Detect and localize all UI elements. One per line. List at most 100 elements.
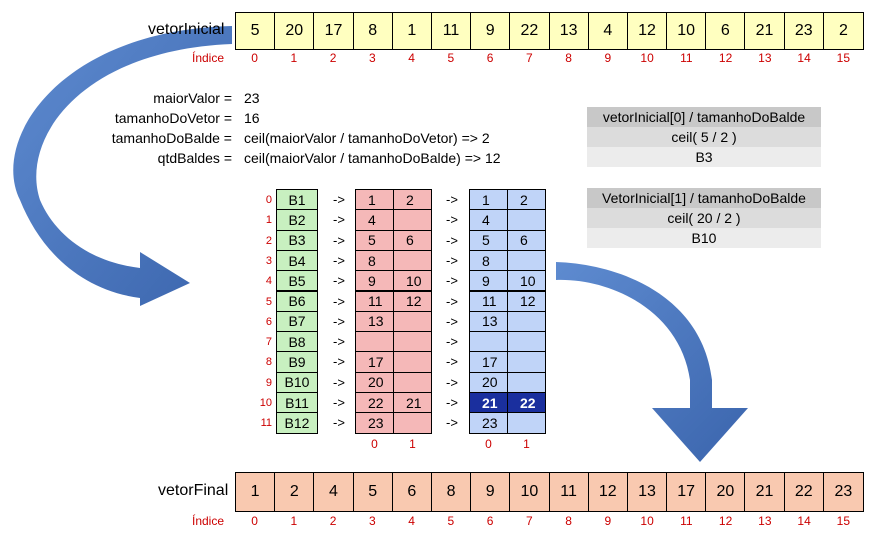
bucket-name: B7 — [276, 310, 318, 333]
sorted-bucket-cell: 13 — [469, 310, 508, 333]
vetor-inicial-index: 5 — [447, 51, 455, 65]
sorted-bucket-cell: 5 — [469, 229, 508, 251]
vetor-inicial-index: 2 — [329, 51, 337, 65]
sorted-bucket-cell: 12 — [507, 290, 546, 312]
sorted-col-index: 1 — [523, 436, 530, 451]
vetor-inicial-index: 11 — [680, 51, 693, 65]
vetor-inicial-label: vetorInicial — [148, 21, 225, 38]
sorted-bucket-cell — [469, 331, 508, 353]
vetor-final-index: 10 — [640, 514, 654, 528]
bucket-name: B4 — [276, 249, 318, 272]
sorted-bucket-cell: 23 — [469, 412, 508, 434]
bucket-row-index: 0 — [265, 194, 272, 206]
vetor-inicial-cell: 6 — [706, 13, 746, 49]
vetor-final-index: 9 — [604, 514, 612, 528]
bucket-name: B5 — [276, 270, 318, 292]
vetor-inicial-index: 6 — [486, 51, 494, 65]
unsorted-bucket-cell — [393, 371, 432, 393]
formula-name: maiorValor = — [153, 90, 232, 106]
sorted-bucket-cell: 6 — [507, 229, 546, 251]
vetor-inicial-index: 3 — [369, 51, 376, 65]
vetor-final-index: 8 — [565, 514, 572, 528]
unsorted-bucket-cell: 11 — [355, 290, 394, 312]
bucket-name: B9 — [276, 351, 318, 373]
sort-arrow: -> — [446, 252, 458, 268]
unsorted-bucket-cell — [393, 412, 432, 434]
sorted-col-index: 0 — [485, 436, 492, 451]
bucket-arrow: -> — [333, 192, 345, 207]
vetor-inicial-cell: 9 — [471, 13, 511, 49]
unsorted-bucket-cell: 2 — [393, 189, 432, 211]
vetor-final-cell: 23 — [834, 483, 853, 500]
unsorted-bucket-cell: 6 — [393, 229, 432, 251]
unsorted-bucket-cell — [355, 331, 394, 353]
vetor-inicial-cell: 10 — [667, 13, 707, 49]
vetor-final-index: 6 — [486, 514, 494, 528]
example-box-2: VetorInicial[1] / tamanhoDoBalde ceil( 2… — [587, 188, 821, 248]
unsorted-bucket-cell — [393, 249, 432, 272]
bucket-row-index: 5 — [265, 295, 272, 308]
vetor-inicial-index: 13 — [758, 51, 772, 65]
sort-arrow: -> — [446, 192, 458, 207]
sort-arrow: -> — [446, 395, 458, 410]
unsorted-bucket-cell: 9 — [355, 270, 394, 292]
unsorted-bucket-cell: 10 — [393, 270, 432, 292]
formula-name: qtdBaldes = — [157, 150, 232, 166]
unsorted-bucket-cell: 1 — [355, 189, 394, 211]
vetor-final-cell: 21 — [745, 473, 785, 511]
bucket-row-index: 7 — [265, 336, 272, 349]
unsorted-bucket-cell: 21 — [393, 392, 432, 414]
sorted-bucket-cell: 10 — [507, 270, 546, 292]
bucket-row-index: 10 — [259, 397, 272, 409]
unsorted-bucket-cell: 13 — [355, 310, 394, 333]
vetor-final-cell: 6 — [393, 473, 432, 511]
sorted-bucket-cell: 8 — [469, 249, 508, 272]
vetor-inicial-index: 0 — [251, 51, 258, 65]
vetor-inicial-cell: 20 — [275, 13, 315, 49]
vetor-inicial-cell: 22 — [510, 13, 550, 49]
arrow-initial-to-buckets-icon — [13, 26, 232, 306]
bucket-name: B3 — [276, 229, 318, 251]
vetor-final-index: 11 — [680, 514, 693, 528]
vetor-final-index: 3 — [369, 514, 376, 528]
vetor-inicial-index: 7 — [526, 51, 533, 65]
sort-arrow: -> — [446, 232, 458, 248]
formula-value: ceil(maiorValor / tamanhoDoVetor) => 2 — [244, 130, 490, 146]
vetor-final-index: 15 — [836, 514, 851, 528]
vetor-inicial-index-label: Índice — [192, 51, 225, 65]
bucket-arrow: -> — [333, 273, 345, 289]
vetor-final-cell: 5 — [354, 473, 393, 511]
bucket-row-index: 9 — [265, 376, 272, 389]
bucket-row-index: 8 — [265, 356, 272, 369]
example1-line2: ceil( 5 / 2 ) — [587, 127, 821, 147]
sorted-bucket-cell — [507, 412, 546, 434]
vetor-inicial-index: 14 — [797, 51, 811, 65]
unsorted-bucket-cell: 22 — [355, 392, 394, 414]
sort-arrow: -> — [446, 293, 458, 309]
vetor-final-cell: 9 — [471, 473, 511, 511]
unsorted-bucket-cell: 17 — [355, 351, 394, 373]
sort-arrow: -> — [446, 374, 458, 390]
vetor-final-index: 1 — [290, 514, 298, 528]
bucket-row-index: 2 — [265, 234, 272, 247]
vetor-final-index: 12 — [718, 514, 733, 528]
example2-line2: ceil( 20 / 2 ) — [587, 208, 821, 228]
vetor-final-index: 14 — [797, 514, 811, 528]
formula-value: ceil(maiorValor / tamanhoDoBalde) => 12 — [244, 150, 501, 166]
vetor-final-index: 2 — [329, 514, 337, 528]
example1-line3: B3 — [587, 147, 821, 167]
example-box-1: vetorInicial[0] / tamanhoDoBalde ceil( 5… — [587, 107, 821, 167]
unsorted-bucket-cell — [393, 331, 432, 353]
vetor-final-cell: 8 — [432, 473, 472, 511]
bucket-name: B6 — [276, 290, 318, 312]
bucket-arrow: -> — [333, 354, 345, 370]
vetor-inicial-cell: 5 — [236, 13, 276, 49]
vetor-inicial-cell: 21 — [745, 13, 785, 49]
vetor-final-cell: 1 — [236, 473, 276, 511]
vetor-inicial-cell: 4 — [589, 13, 628, 49]
formula-name: tamanhoDoBalde = — [111, 130, 232, 146]
bucket-arrow: -> — [333, 374, 345, 390]
unsorted-bucket-cell — [393, 351, 432, 373]
